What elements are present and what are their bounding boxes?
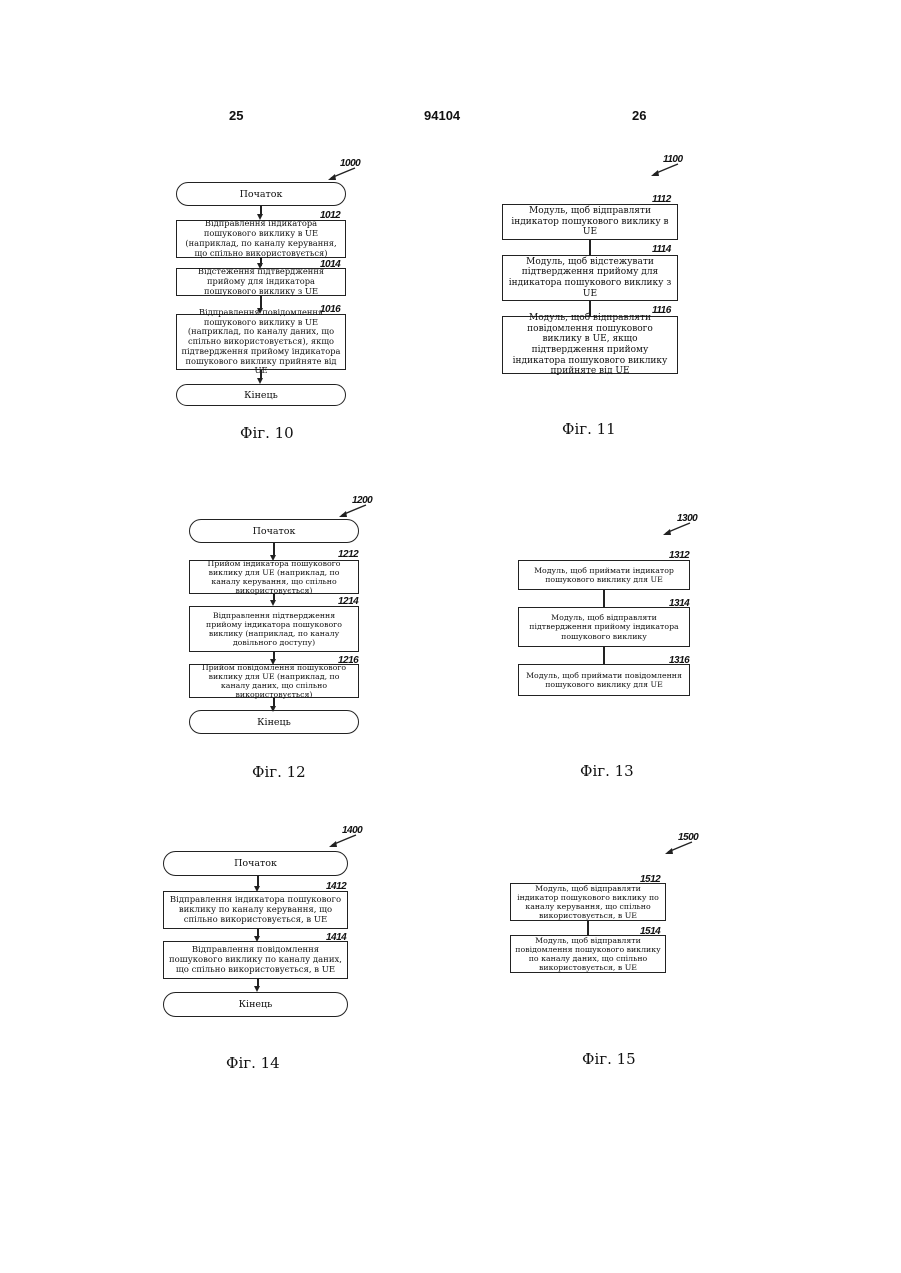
module-box: Модуль, щоб відправляти повідомлення пош…	[510, 935, 666, 973]
connector	[589, 240, 591, 255]
reference-arrow-icon	[660, 519, 694, 539]
step-text: Відправлення індикатора пошукового викли…	[181, 219, 341, 258]
reference-arrow-icon	[326, 831, 360, 851]
end-label: Кінець	[257, 717, 291, 728]
left-page-number: 25	[229, 108, 243, 123]
module-box: Модуль, щоб відправляти підтвердження пр…	[518, 607, 690, 647]
start-terminal: Початок	[163, 851, 348, 876]
module-box: Модуль, щоб відправляти індикатор пошуко…	[510, 883, 666, 921]
figure-caption: Фіг. 14	[226, 1054, 280, 1072]
start-label: Початок	[240, 189, 283, 200]
end-label: Кінець	[244, 390, 278, 401]
right-page-number: 26	[632, 108, 646, 123]
figure-caption: Фіг. 15	[582, 1050, 636, 1068]
process-step: Відправлення індикатора пошукового викли…	[176, 220, 346, 258]
module-text: Модуль, щоб відправляти індикатор пошуко…	[515, 884, 661, 921]
process-step: Прийом індикатора пошукового виклику для…	[189, 560, 359, 594]
process-step: Прийом повідомлення пошукового виклику д…	[189, 664, 359, 698]
module-text: Модуль, щоб відправляти індикатор пошуко…	[507, 206, 673, 238]
module-ref-number: 1114	[652, 244, 671, 255]
step-text: Відправлення повідомлення пошукового вик…	[181, 308, 341, 376]
module-text: Модуль, щоб відправляти підтвердження пр…	[523, 613, 685, 641]
process-step: Відправлення повідомлення пошукового вик…	[176, 314, 346, 370]
reference-arrow-icon	[648, 160, 682, 180]
step-text: Прийом індикатора пошукового виклику для…	[194, 559, 354, 596]
module-text: Модуль, щоб відправляти повідомлення пош…	[507, 313, 673, 377]
step-text: Відправлення індикатора пошукового викли…	[168, 895, 343, 925]
process-step: Відправлення індикатора пошукового викли…	[163, 891, 348, 929]
process-step: Відправлення повідомлення пошукового вик…	[163, 941, 348, 979]
start-terminal: Початок	[176, 182, 346, 206]
reference-arrow-icon	[325, 164, 359, 184]
module-text: Модуль, щоб відправляти повідомлення пош…	[515, 936, 661, 973]
module-box: Модуль, щоб приймати повідомлення пошуко…	[518, 664, 690, 696]
end-terminal: Кінець	[163, 992, 348, 1017]
step-text: Відправлення підтвердження прийому індик…	[194, 611, 354, 648]
step-text: Відправлення повідомлення пошукового вик…	[168, 945, 343, 975]
module-box: Модуль, щоб відправляти повідомлення пош…	[502, 316, 678, 374]
process-step: Відстеження підтвердження прийому для ін…	[176, 268, 346, 296]
module-box: Модуль, щоб відправляти індикатор пошуко…	[502, 204, 678, 240]
reference-arrow-icon	[336, 501, 370, 521]
figure-caption: Фіг. 12	[252, 763, 306, 781]
figure-caption: Фіг. 10	[240, 424, 294, 442]
end-label: Кінець	[239, 999, 273, 1010]
start-label: Початок	[253, 526, 296, 537]
reference-arrow-icon	[662, 838, 696, 858]
connector	[603, 647, 605, 664]
end-terminal: Кінець	[176, 384, 346, 406]
module-box: Модуль, щоб відстежувати підтвердження п…	[502, 255, 678, 301]
module-box: Модуль, щоб приймати індикатор пошуковог…	[518, 560, 690, 590]
module-text: Модуль, щоб приймати індикатор пошуковог…	[523, 566, 685, 584]
start-label: Початок	[234, 858, 277, 869]
step-text: Прийом повідомлення пошукового виклику д…	[194, 663, 354, 700]
module-text: Модуль, щоб приймати повідомлення пошуко…	[523, 671, 685, 689]
module-text: Модуль, щоб відстежувати підтвердження п…	[507, 257, 673, 299]
start-terminal: Початок	[189, 519, 359, 543]
process-step: Відправлення підтвердження прийому індик…	[189, 606, 359, 652]
figure-caption: Фіг. 13	[580, 762, 634, 780]
end-terminal: Кінець	[189, 710, 359, 734]
step-text: Відстеження підтвердження прийому для ін…	[181, 267, 341, 296]
patent-number: 94104	[424, 108, 460, 123]
figure-caption: Фіг. 11	[562, 420, 616, 438]
connector	[587, 921, 589, 935]
connector	[603, 590, 605, 607]
